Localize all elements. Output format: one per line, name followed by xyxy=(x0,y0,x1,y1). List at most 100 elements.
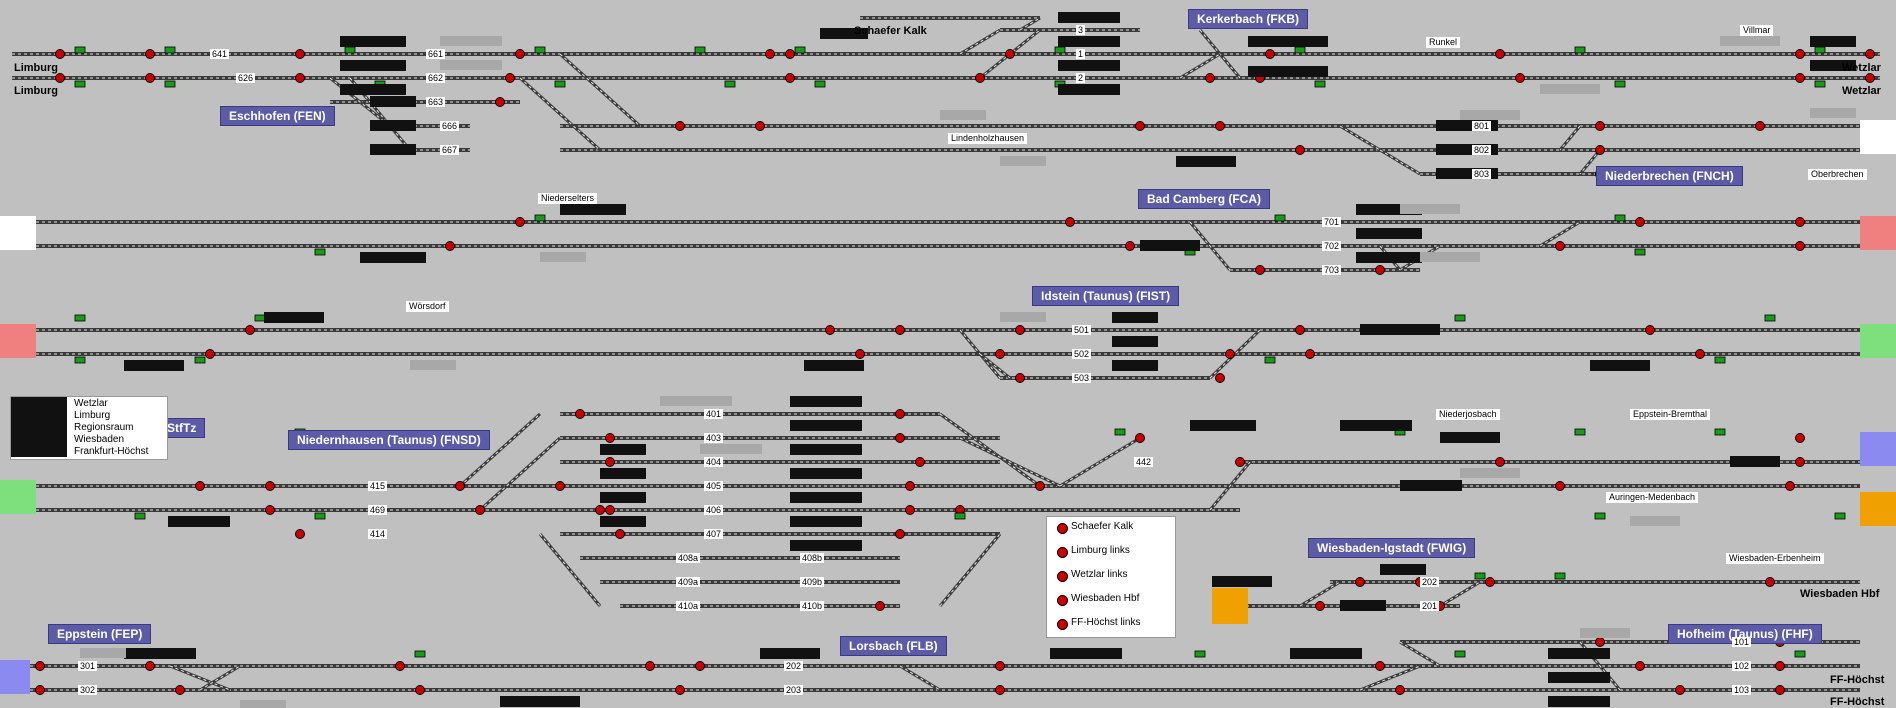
signal-icon[interactable] xyxy=(675,685,685,695)
track-408b[interactable]: 408b xyxy=(800,553,825,563)
signal-icon[interactable] xyxy=(605,433,615,443)
legend-dot-ff-hoechst-links[interactable] xyxy=(1057,619,1068,630)
signal-icon[interactable] xyxy=(825,325,835,335)
signal-icon[interactable] xyxy=(35,685,45,695)
signal-icon[interactable] xyxy=(145,661,155,671)
signal-icon[interactable] xyxy=(175,685,185,695)
signal-icon[interactable] xyxy=(55,49,65,59)
track-667[interactable]: 667 xyxy=(440,145,460,155)
signal-icon[interactable] xyxy=(1005,49,1015,59)
track-802[interactable]: 802 xyxy=(1472,145,1492,155)
track-302[interactable]: 302 xyxy=(78,685,98,695)
legend-dot-wiesbaden-hbf[interactable] xyxy=(1057,595,1068,606)
signal-icon[interactable] xyxy=(615,529,625,539)
signal-icon[interactable] xyxy=(1015,373,1025,383)
signal-icon[interactable] xyxy=(1775,661,1785,671)
signal-icon[interactable] xyxy=(1305,349,1315,359)
signal-icon[interactable] xyxy=(1135,433,1145,443)
signal-icon[interactable] xyxy=(1295,145,1305,155)
signal-icon[interactable] xyxy=(55,73,65,83)
track-801[interactable]: 801 xyxy=(1472,121,1492,131)
signal-icon[interactable] xyxy=(1065,217,1075,227)
track-407[interactable]: 407 xyxy=(704,529,724,539)
signal-icon[interactable] xyxy=(1675,685,1685,695)
track-703[interactable]: 703 xyxy=(1322,265,1342,275)
track-201[interactable]: 201 xyxy=(1420,601,1440,611)
signal-icon[interactable] xyxy=(995,349,1005,359)
signal-icon[interactable] xyxy=(755,121,765,131)
track-203[interactable]: 203 xyxy=(784,685,804,695)
track-202-w[interactable]: 202 xyxy=(1420,577,1440,587)
signal-icon[interactable] xyxy=(1795,241,1805,251)
track-626[interactable]: 626 xyxy=(236,73,256,83)
signal-icon[interactable] xyxy=(1215,121,1225,131)
signal-icon[interactable] xyxy=(1795,217,1805,227)
track-414[interactable]: 414 xyxy=(368,529,388,539)
signal-icon[interactable] xyxy=(1135,121,1145,131)
signal-icon[interactable] xyxy=(895,433,905,443)
station-idstein[interactable]: Idstein (Taunus) (FIST) xyxy=(1032,286,1180,306)
signal-icon[interactable] xyxy=(1865,49,1875,59)
signal-icon[interactable] xyxy=(995,661,1005,671)
track-415[interactable]: 415 xyxy=(368,481,388,491)
signal-icon[interactable] xyxy=(1295,325,1305,335)
signal-icon[interactable] xyxy=(1635,217,1645,227)
signal-icon[interactable] xyxy=(1215,373,1225,383)
track-501[interactable]: 501 xyxy=(1072,325,1092,335)
track-701[interactable]: 701 xyxy=(1322,217,1342,227)
station-stiftz[interactable]: StfTz xyxy=(158,418,206,438)
signal-icon[interactable] xyxy=(1865,73,1875,83)
signal-icon[interactable] xyxy=(1645,325,1655,335)
signal-icon[interactable] xyxy=(395,661,405,671)
station-lorsbach[interactable]: Lorsbach (FLB) xyxy=(840,636,947,656)
signal-icon[interactable] xyxy=(1755,121,1765,131)
track-403[interactable]: 403 xyxy=(704,433,724,443)
signal-icon[interactable] xyxy=(875,601,885,611)
signal-icon[interactable] xyxy=(35,661,45,671)
track-469[interactable]: 469 xyxy=(368,505,388,515)
signal-icon[interactable] xyxy=(1125,241,1135,251)
track-102[interactable]: 102 xyxy=(1732,661,1752,671)
track-404[interactable]: 404 xyxy=(704,457,724,467)
legend-dot-schaefer-kalk[interactable] xyxy=(1057,523,1068,534)
signal-icon[interactable] xyxy=(905,481,915,491)
track-2[interactable]: 2 xyxy=(1076,73,1086,83)
track-410b[interactable]: 410b xyxy=(800,601,825,611)
legend-dot-limburg-links[interactable] xyxy=(1057,547,1068,558)
signal-icon[interactable] xyxy=(1795,433,1805,443)
signal-icon[interactable] xyxy=(475,505,485,515)
signal-icon[interactable] xyxy=(1205,73,1215,83)
signal-icon[interactable] xyxy=(695,661,705,671)
signal-icon[interactable] xyxy=(265,505,275,515)
track-101[interactable]: 101 xyxy=(1732,637,1752,647)
station-eschhofen[interactable]: Eschhofen (FEN) xyxy=(220,106,335,126)
signal-icon[interactable] xyxy=(295,73,305,83)
station-niedernhausen[interactable]: Niedernhausen (Taunus) (FNSD) xyxy=(288,430,490,450)
track-405[interactable]: 405 xyxy=(704,481,724,491)
track-406[interactable]: 406 xyxy=(704,505,724,515)
station-eppstein[interactable]: Eppstein (FEP) xyxy=(48,624,152,644)
signal-icon[interactable] xyxy=(515,217,525,227)
station-wiesbaden-igstadt[interactable]: Wiesbaden-Igstadt (FWIG) xyxy=(1308,538,1476,558)
signal-icon[interactable] xyxy=(915,457,925,467)
signal-icon[interactable] xyxy=(295,529,305,539)
signal-icon[interactable] xyxy=(895,409,905,419)
track-202-l[interactable]: 202 xyxy=(784,661,804,671)
signal-icon[interactable] xyxy=(905,505,915,515)
signal-icon[interactable] xyxy=(555,481,565,491)
track-1[interactable]: 1 xyxy=(1076,49,1086,59)
signal-icon[interactable] xyxy=(1795,49,1805,59)
station-hofheim[interactable]: Hofheim (Taunus) (FHF) xyxy=(1668,624,1822,644)
signal-icon[interactable] xyxy=(1495,457,1505,467)
signal-icon[interactable] xyxy=(495,97,505,107)
signal-icon[interactable] xyxy=(1395,685,1405,695)
track-408a[interactable]: 408a xyxy=(676,553,701,563)
signal-icon[interactable] xyxy=(295,49,305,59)
signal-icon[interactable] xyxy=(195,481,205,491)
signal-icon[interactable] xyxy=(1375,661,1385,671)
signal-icon[interactable] xyxy=(975,73,985,83)
track-410a[interactable]: 410a xyxy=(676,601,701,611)
signal-icon[interactable] xyxy=(145,73,155,83)
signal-icon[interactable] xyxy=(205,349,215,359)
track-661[interactable]: 661 xyxy=(426,49,446,59)
